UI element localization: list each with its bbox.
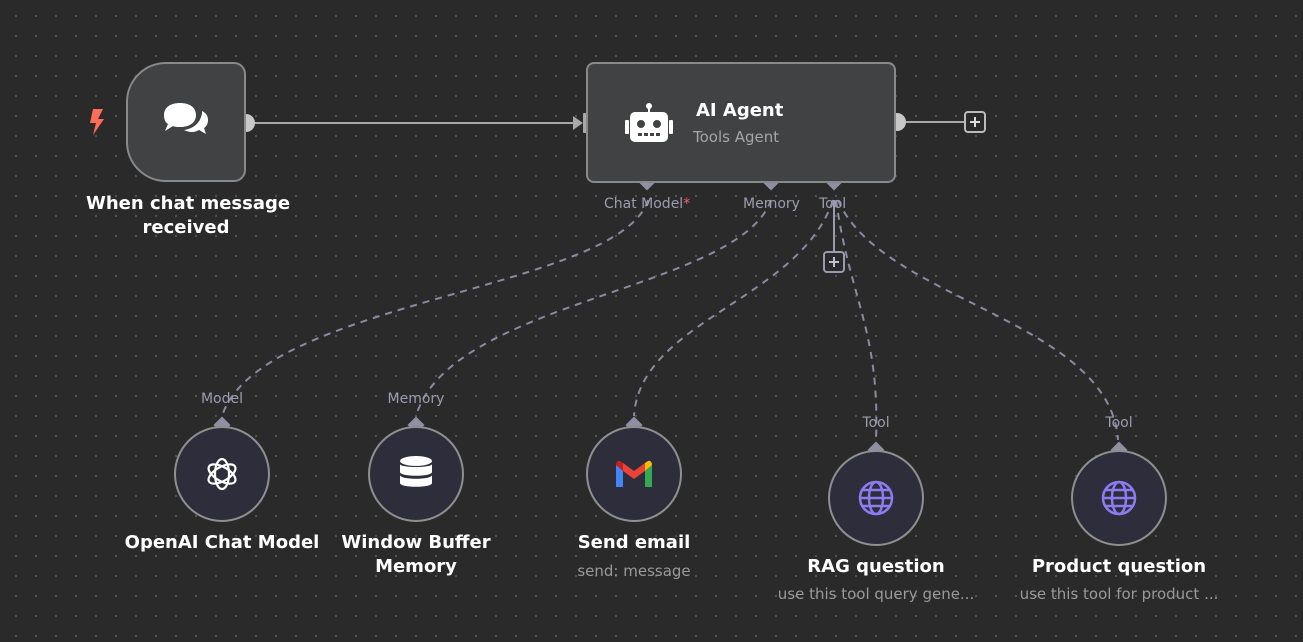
plus-icon: [970, 117, 980, 127]
buffer-label-line2: Memory: [375, 556, 457, 577]
email-label-line1: Send email: [577, 532, 691, 553]
product-question-node[interactable]: [1071, 450, 1167, 546]
openai-label-line1: OpenAI Chat Model: [124, 532, 320, 553]
rag-node-sublabel: use this tool query gene...: [777, 585, 975, 603]
globe-icon: [858, 480, 894, 516]
add-next-node-button[interactable]: [964, 111, 986, 133]
rag-label-line1: RAG question: [807, 556, 945, 577]
memory-port-label: Memory: [743, 196, 800, 212]
trigger-lightning-icon: [88, 108, 106, 136]
email-connection-edge: [633, 199, 834, 417]
chat-model-port-text: Chat Model: [604, 196, 684, 212]
chat-model-port-label: Chat Model*: [604, 196, 690, 212]
gmail-icon: [616, 460, 652, 487]
plus-icon: [829, 257, 839, 267]
openai-node-label: OpenAI Chat Model: [112, 531, 332, 555]
globe-icon: [1101, 480, 1137, 516]
buffer-node-label: Window Buffer Memory: [306, 531, 526, 579]
openai-icon: [207, 457, 237, 491]
window-buffer-memory-node[interactable]: [368, 426, 464, 522]
rag-port-label: Tool: [862, 415, 890, 431]
trigger-label-line1: When chat message: [86, 193, 291, 214]
ai-agent-node[interactable]: AI Agent Tools Agent: [586, 62, 896, 183]
openai-port-label: Model: [200, 391, 244, 407]
product-connection-edge: [837, 199, 1119, 441]
robot-icon: [625, 103, 673, 142]
rag-question-node[interactable]: [828, 450, 924, 546]
buffer-port-label: Memory: [387, 391, 445, 407]
buffer-label-line1: Window Buffer: [341, 532, 491, 553]
trigger-label-line2: received: [142, 217, 230, 238]
tool-port-label: Tool: [819, 196, 847, 212]
product-port-label: Tool: [1105, 415, 1133, 431]
chat-bubbles-icon: [164, 103, 208, 134]
send-email-node[interactable]: [586, 426, 682, 522]
connection-arrow-icon: [573, 116, 583, 130]
add-tool-button[interactable]: [823, 251, 845, 273]
memory-connection-edge: [415, 199, 772, 417]
email-node-label: Send email: [524, 531, 744, 555]
openai-chat-model-node[interactable]: [174, 426, 270, 522]
rag-node-label: RAG question: [766, 555, 986, 579]
trigger-node-label: When chat message received: [86, 192, 291, 240]
agent-subtitle: Tools Agent: [693, 128, 780, 146]
chat-trigger-node[interactable]: [126, 62, 246, 182]
product-node-sublabel: use this tool for product ...: [1019, 585, 1219, 603]
agent-title: AI Agent: [696, 100, 784, 121]
email-node-sublabel: send: message: [577, 562, 691, 580]
required-marker: *: [683, 196, 691, 212]
product-node-label: Product question: [1009, 555, 1229, 579]
rag-connection-edge: [835, 199, 878, 441]
product-label-line1: Product question: [1031, 556, 1207, 577]
database-icon: [400, 456, 432, 487]
